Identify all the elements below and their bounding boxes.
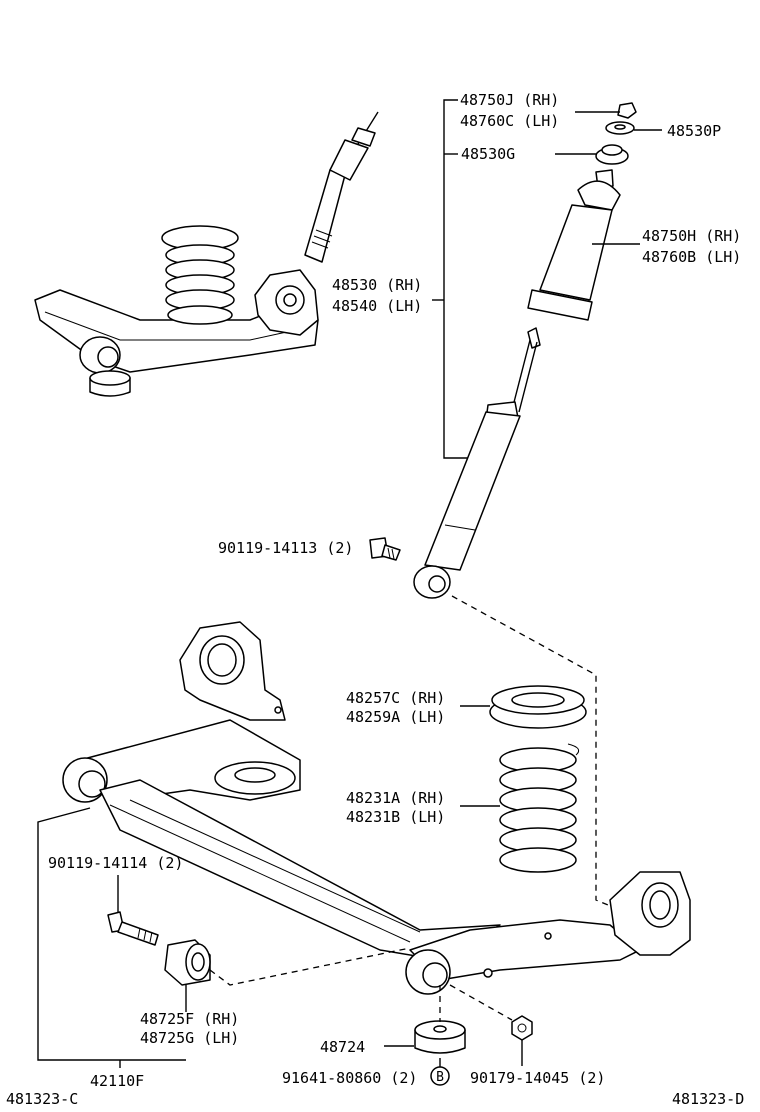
cushion-part-illustration xyxy=(555,144,629,165)
label-90119-14114: 90119-14114 (2) xyxy=(48,854,183,872)
assembly-overview-illustration xyxy=(34,111,379,397)
label-90179-14045: 90179-14045 (2) xyxy=(470,1069,605,1087)
label-48530-rh: 48530 (RH) xyxy=(332,276,422,294)
bushing-bolt-part-illustration xyxy=(107,875,159,946)
spring-insulator-part-illustration xyxy=(460,685,587,729)
label-90119-14113: 90119-14113 (2) xyxy=(218,539,353,557)
bushing-part-illustration xyxy=(164,939,211,1012)
label-48257c-rh: 48257C (RH) xyxy=(346,689,445,707)
washer-part-illustration xyxy=(605,121,662,135)
callout-b-letter: B xyxy=(436,1070,444,1085)
label-48724: 48724 xyxy=(320,1038,365,1056)
label-48231a-rh: 48231A (RH) xyxy=(346,789,445,807)
stopper-part-illustration xyxy=(384,1020,466,1054)
callout-b-marker: B xyxy=(430,1058,450,1086)
nut-part-illustration xyxy=(575,102,637,119)
label-48760b-lh: 48760B (LH) xyxy=(642,248,741,266)
label-42110f: 42110F xyxy=(90,1072,144,1090)
label-48750j-rh: 48750J (RH) xyxy=(460,91,559,109)
label-91641-80860: 91641-80860 (2) xyxy=(282,1069,417,1087)
label-48231b-lh: 48231B (LH) xyxy=(346,808,445,826)
label-48725g-lh: 48725G (LH) xyxy=(140,1029,239,1047)
label-48540-lh: 48540 (LH) xyxy=(332,297,422,315)
overview-coil-spring xyxy=(161,225,239,325)
shock-absorber-part-illustration xyxy=(413,327,541,599)
label-48259a-lh: 48259A (LH) xyxy=(346,708,445,726)
coil-spring-part-illustration xyxy=(460,743,580,873)
flange-nut-part-illustration xyxy=(511,1015,533,1066)
dust-boot-part-illustration xyxy=(527,169,640,321)
label-48760c-lh: 48760C (LH) xyxy=(460,112,559,130)
reference-code-right: 481323-D xyxy=(672,1090,744,1108)
label-48750h-rh: 48750H (RH) xyxy=(642,227,741,245)
label-48530g: 48530G xyxy=(461,145,515,163)
overview-shock-absorber xyxy=(304,111,379,263)
label-48725f-rh: 48725F (RH) xyxy=(140,1010,239,1028)
reference-code-left: 481323-C xyxy=(6,1090,78,1108)
bolt-part-illustration xyxy=(369,537,401,561)
label-48530p: 48530P xyxy=(667,122,721,140)
axle-beam-illustration xyxy=(62,621,691,995)
